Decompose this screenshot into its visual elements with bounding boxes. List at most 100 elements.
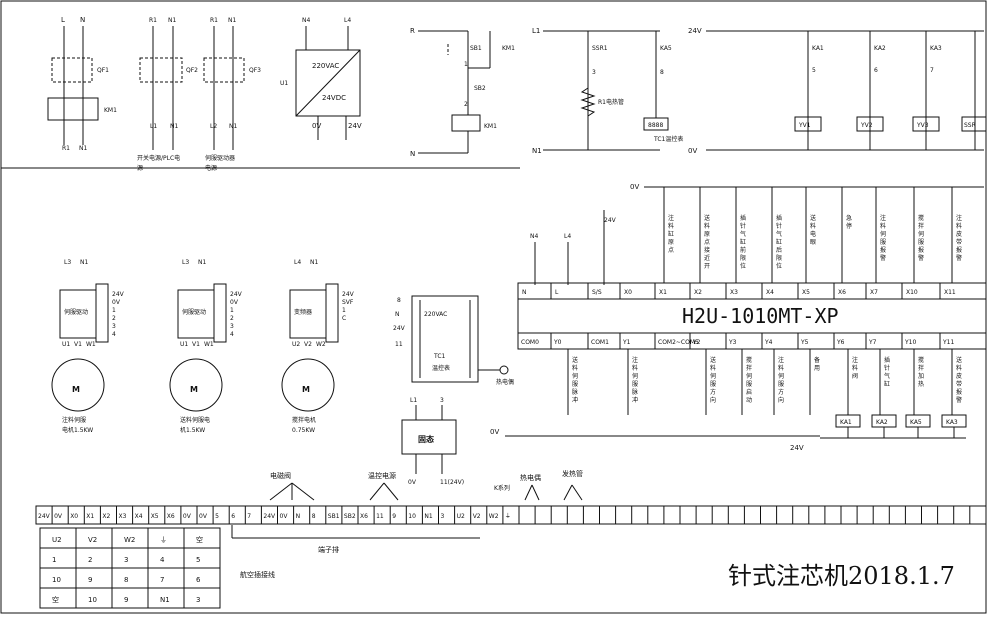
plc-input-desc-1-4: 接 (704, 246, 710, 254)
psu-in-right: L4 (344, 17, 351, 24)
valve-branch-2: KA2 6 YV2 (856, 31, 886, 150)
plc-relay-ka1: KA1 (840, 419, 852, 426)
ssr-top-right: 3 (440, 397, 444, 404)
terminal-cell-29: ⏚ (505, 513, 511, 520)
plc-input-desc-3-1: 针 (776, 222, 782, 230)
plc-input-desc-0-1: 料 (668, 222, 674, 230)
plc-input-10: X7 (870, 289, 878, 296)
plc-output-desc-7-0: 插 (884, 356, 890, 364)
terminal-strip-frame (35, 505, 987, 525)
plc-input-desc-6-2: 伺 (880, 230, 886, 238)
km-node-2: 2 (464, 101, 468, 108)
km1-name: KM1 (104, 107, 117, 114)
terminal-cell-25: 3 (441, 513, 445, 520)
plc-input-7: X4 (766, 289, 774, 296)
aviation-cell-0-3: ⏚ (160, 536, 167, 544)
drive-3-caption-1: 搅拌电机 (292, 416, 316, 424)
terminal-cell-1: 0V (54, 513, 63, 520)
plc-output-4: COM2~COM5 (658, 339, 699, 346)
plc-output-12: Y11 (942, 339, 954, 346)
terminal-cell-6: X4 (135, 513, 143, 520)
qf3-name: QF3 (249, 67, 261, 74)
drive-1-out-1: V1 (74, 341, 82, 348)
qf3-top-left: R1 (210, 17, 218, 24)
plc-output-desc-9-4: 报 (956, 388, 962, 396)
qf3-bottom-right: N1 (229, 123, 237, 130)
qf2-bottom-left: L1 (150, 123, 157, 130)
plc-output-desc-1-4: 脉 (632, 388, 638, 396)
plc-relay-ka5: KA5 (910, 419, 922, 426)
terminal-group-tc: 热电偶 (520, 473, 541, 482)
plc-output-desc-2-3: 服 (710, 381, 716, 388)
drive-2-pin-0: 24V (230, 291, 243, 298)
tc1-pin-n: N (395, 311, 400, 318)
valve-branch-4: SSR (961, 31, 987, 150)
plc-input-desc-4-0: 送 (810, 214, 816, 222)
plc-input-desc-3-6: 位 (776, 262, 782, 270)
psu-line2: 24VDC (322, 94, 346, 102)
qf2-caption-1: 开关电源/PLC电 (137, 154, 180, 162)
psu-unit: U1 (280, 80, 288, 87)
drive-2-out-1: V1 (192, 341, 200, 348)
plc-input-1: L (555, 289, 559, 296)
plc-output-9: Y6 (836, 339, 845, 346)
psu-box (295, 49, 361, 117)
drive-1-pin-5: 4 (112, 331, 116, 338)
aviation-cell-2-4: 6 (196, 576, 201, 584)
drive-2-top-left: L3 (182, 259, 189, 266)
plc-output-0: COM0 (521, 339, 539, 346)
plc-output-desc-1-1: 料 (632, 364, 638, 372)
plc-output-desc-1-2: 伺 (632, 372, 638, 380)
plc-input-desc-1-6: 开 (704, 263, 710, 270)
drive-1-out-0: U1 (62, 341, 70, 348)
sb2-label: SB2 (474, 85, 486, 92)
aviation-cell-2-1: 9 (88, 576, 92, 584)
drive-3-out-2: W2 (316, 341, 326, 348)
tc1-pin-24v: 24V (393, 325, 406, 332)
terminal-cell-3: X1 (86, 513, 94, 520)
plc-output-desc-5-1: 用 (814, 365, 820, 372)
plc-input-desc-2-3: 缸 (740, 238, 746, 246)
plc-output-desc-4-2: 伺 (778, 372, 784, 380)
ssr1-label: SSR1 (592, 45, 608, 52)
plc-output-descriptions: 送料伺服脉冲注料伺服脉冲送料伺服方向搅拌伺服启动注料伺服方向备用注料阀插针气缸搅… (567, 349, 962, 415)
plc-feed-n4: N4 (530, 233, 538, 240)
terminal-group-valve: 电磁阀 (270, 471, 291, 480)
breaker-qf1-group: L N QF1 KM1 R1 N1 (47, 16, 117, 152)
tc1-pin-8: 8 (397, 297, 401, 304)
valve-num-2: 6 (874, 67, 878, 74)
drive-2-out-0: U1 (180, 341, 188, 348)
plc-output-desc-4-1: 料 (778, 364, 784, 372)
plc-input-desc-2-2: 气 (740, 230, 746, 238)
terminal-cell-11: 5 (215, 513, 219, 520)
plc-output-desc-7-1: 针 (884, 364, 890, 372)
qf2-bottom-right: N1 (170, 123, 178, 130)
aviation-cell-1-2: 3 (124, 556, 128, 564)
tc1-display (643, 117, 669, 131)
plc-input-desc-6-5: 警 (880, 254, 886, 262)
km1-coil (451, 114, 481, 132)
terminal-cell-27: V2 (473, 513, 481, 520)
plc-output-desc-2-1: 料 (710, 364, 716, 372)
plc-input-desc-6-3: 服 (880, 239, 886, 246)
tc1-display-text: 8888 (648, 122, 663, 129)
drive-1-pin-2: 1 (112, 307, 116, 314)
terminal-cell-17: 8 (312, 513, 316, 520)
plc-relay-row: KA1 KA2 KA5 KA3 (820, 414, 967, 439)
valve-yv2: YV2 (860, 122, 873, 129)
plc-output-desc-7-3: 缸 (884, 380, 890, 388)
plc-feed-24v: 24V (604, 217, 617, 224)
drive-1-caption-1: 注料伺服 (62, 416, 86, 424)
terminal-cell-15: 0V (280, 513, 289, 520)
plc-output-3: Y1 (622, 339, 631, 346)
plc-output-10: Y7 (868, 339, 877, 346)
terminal-cell-12: 6 (231, 513, 235, 520)
plc-input-5: X2 (694, 289, 702, 296)
terminal-group-heat: 发热管 (562, 469, 583, 478)
heater-bottom: N1 (532, 147, 542, 155)
